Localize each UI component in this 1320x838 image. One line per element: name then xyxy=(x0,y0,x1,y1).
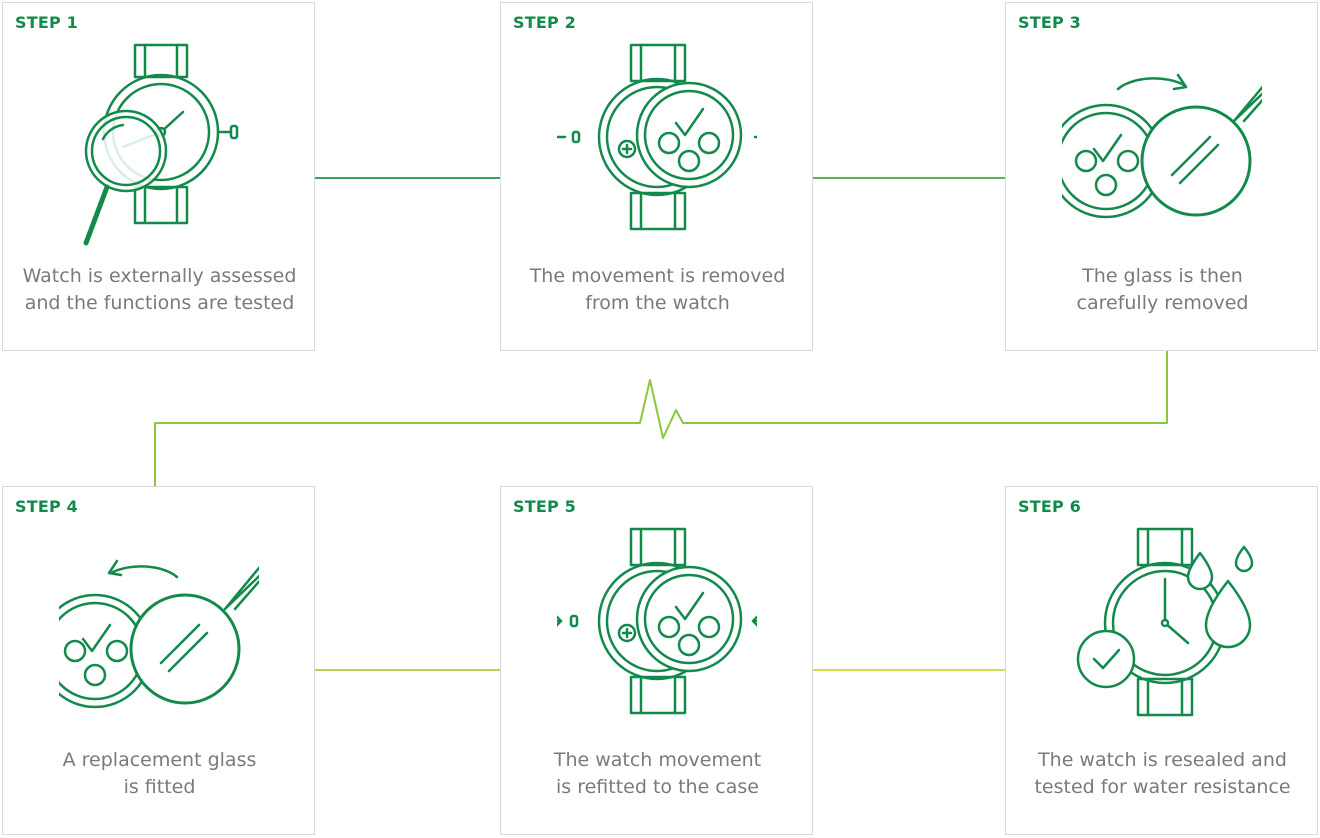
step-label: STEP 4 xyxy=(15,497,78,516)
step-description: Watch is externally assessed and the fun… xyxy=(3,263,316,317)
step-card-3: STEP 3 The glass is then carefully remov… xyxy=(1005,2,1318,351)
step-description-line: is fitted xyxy=(123,776,196,798)
step-description: The watch movement is refitted to the ca… xyxy=(501,747,814,801)
movement-removal-icon xyxy=(557,43,757,231)
step-label: STEP 3 xyxy=(1018,13,1081,32)
connector-3-4-heartbeat xyxy=(154,351,1168,486)
step-description-line: Watch is externally assessed xyxy=(22,265,297,287)
glass-removal-icon xyxy=(1062,73,1262,219)
step-description-line: is refitted to the case xyxy=(556,776,759,798)
step-label: STEP 5 xyxy=(513,497,576,516)
step-label: STEP 1 xyxy=(15,13,78,32)
step-label: STEP 2 xyxy=(513,13,576,32)
magnifier-watch-icon xyxy=(83,43,239,246)
step-description-line: The watch movement xyxy=(553,749,762,771)
glass-fitting-icon xyxy=(59,559,259,709)
step-description: The movement is removed from the watch xyxy=(501,263,814,317)
step-description-line: The movement is removed xyxy=(529,265,786,287)
step-card-6: STEP 6 The watch is resealed and tested … xyxy=(1005,486,1318,835)
step-description-line: and the functions are tested xyxy=(24,292,295,314)
step-description-line: A replacement glass xyxy=(62,749,257,771)
step-card-5: STEP 5 The watch movement is refitted to… xyxy=(500,486,813,835)
step-description-line: from the watch xyxy=(585,292,730,314)
step-description-line: carefully removed xyxy=(1076,292,1249,314)
step-description-line: The glass is then xyxy=(1082,265,1243,287)
step-description-line: The watch is resealed and xyxy=(1038,749,1287,771)
step-card-2: STEP 2 The movement is removed from the … xyxy=(500,2,813,351)
step-description: The glass is then carefully removed xyxy=(1006,263,1319,317)
step-card-1: STEP 1 Watch is externally assessed and … xyxy=(2,2,315,351)
step-description: A replacement glass is fitted xyxy=(3,747,316,801)
movement-refit-icon xyxy=(557,527,757,715)
step-description-line: tested for water resistance xyxy=(1034,776,1291,798)
step-card-4: STEP 4 A replacement glass is fitted xyxy=(2,486,315,835)
step-description: The watch is resealed and tested for wat… xyxy=(1006,747,1319,801)
water-resistance-icon xyxy=(1076,527,1254,717)
step-label: STEP 6 xyxy=(1018,497,1081,516)
